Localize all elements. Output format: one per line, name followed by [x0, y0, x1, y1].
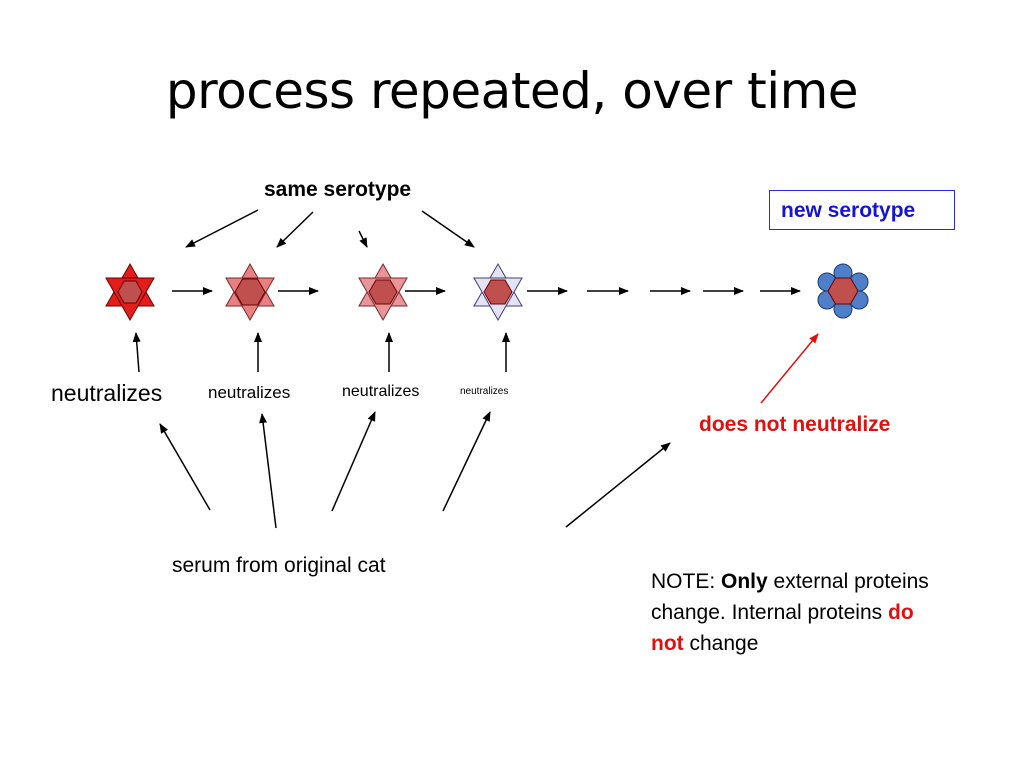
- neutralizes-arrows: [132, 332, 510, 373]
- new-serotype-label: new serotype: [781, 199, 916, 222]
- does-not-neutralize-label: does not neutralize: [699, 413, 891, 436]
- virus-new-serotype: [817, 263, 869, 319]
- neutralizes-label-1: neutralizes: [51, 380, 163, 406]
- virus-serotype-1: [105, 262, 155, 322]
- note-part1: external proteins change. Internal prote…: [651, 570, 929, 624]
- neutralizes-label-4: neutralizes: [460, 386, 509, 397]
- neutralizes-label-3: neutralizes: [342, 383, 420, 400]
- note-text: NOTE: Only external proteins change. Int…: [651, 566, 951, 659]
- note-part2: change: [683, 632, 759, 655]
- virus-serotype-4: [473, 262, 523, 322]
- serum-arrows: [159, 411, 671, 529]
- note-only: Only: [721, 570, 768, 593]
- virus-serotype-3: [358, 262, 408, 322]
- same-serotype-label: same serotype: [264, 178, 412, 201]
- new-serotype-box: [769, 190, 955, 230]
- does-not-neutralize-arrow: [760, 333, 819, 404]
- serum-label: serum from original cat: [172, 554, 386, 577]
- neutralizes-label-2: neutralizes: [208, 383, 291, 402]
- slide-title: process repeated, over time: [165, 62, 859, 120]
- same-serotype-arrows: [185, 209, 475, 248]
- note-do-not: do not: [651, 601, 914, 655]
- virus-serotype-2: [225, 262, 275, 322]
- note-prefix: NOTE:: [651, 570, 722, 593]
